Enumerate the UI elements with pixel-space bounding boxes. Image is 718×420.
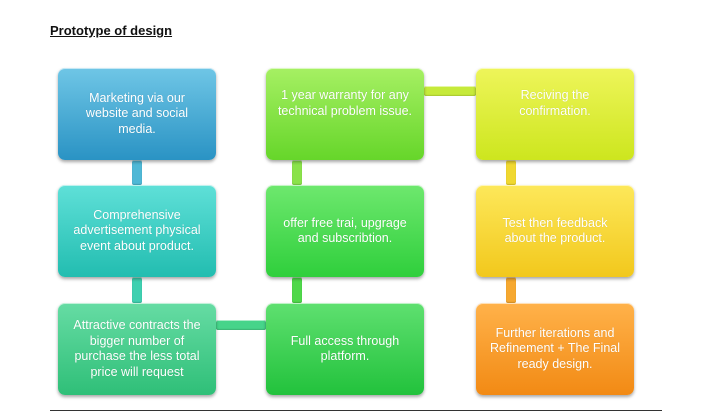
connector-7-8 [506,160,516,185]
connector-5-4 [292,160,302,185]
step-confirmation-box: Reciving the confirmation. [476,68,634,160]
page-title: Prototype of design [50,23,173,38]
step-full-access-box: Full access through platform. [266,303,424,395]
bottom-divider [50,410,662,411]
connector-4-7 [424,86,476,96]
step-free-trial-box: offer free trai, upgrage and subscribtio… [266,185,424,277]
connector-8-9 [506,277,516,303]
connector-1-2 [132,160,142,185]
step-label: Test then feedback about the product. [502,215,608,246]
step-label: Reciving the confirmation. [519,88,591,118]
step-label: Further iterations and Refinement + The … [489,325,621,371]
connector-3-6 [216,320,266,330]
step-test-feedback-box: Test then feedback about the product. [476,185,634,277]
step-label: Attractive contracts the bigger number o… [73,318,201,379]
step-warranty-box: 1 year warranty for any technical proble… [266,68,424,160]
step-marketing-box: Marketing via our website and social med… [58,68,216,160]
connector-6-5 [292,277,302,303]
step-final-design-box: Further iterations and Refinement + The … [476,303,634,395]
step-label: 1 year warranty for any technical proble… [277,88,413,118]
step-label: Comprehensive advertisement physical eve… [73,207,201,253]
connector-2-3 [132,277,142,303]
step-label: offer free trai, upgrage and subscribtio… [283,215,407,246]
step-label: Full access through platform. [290,333,400,364]
step-advertisement-box: Comprehensive advertisement physical eve… [58,185,216,277]
step-contracts-box: Attractive contracts the bigger number o… [58,303,216,395]
step-label: Marketing via our website and social med… [85,90,189,136]
